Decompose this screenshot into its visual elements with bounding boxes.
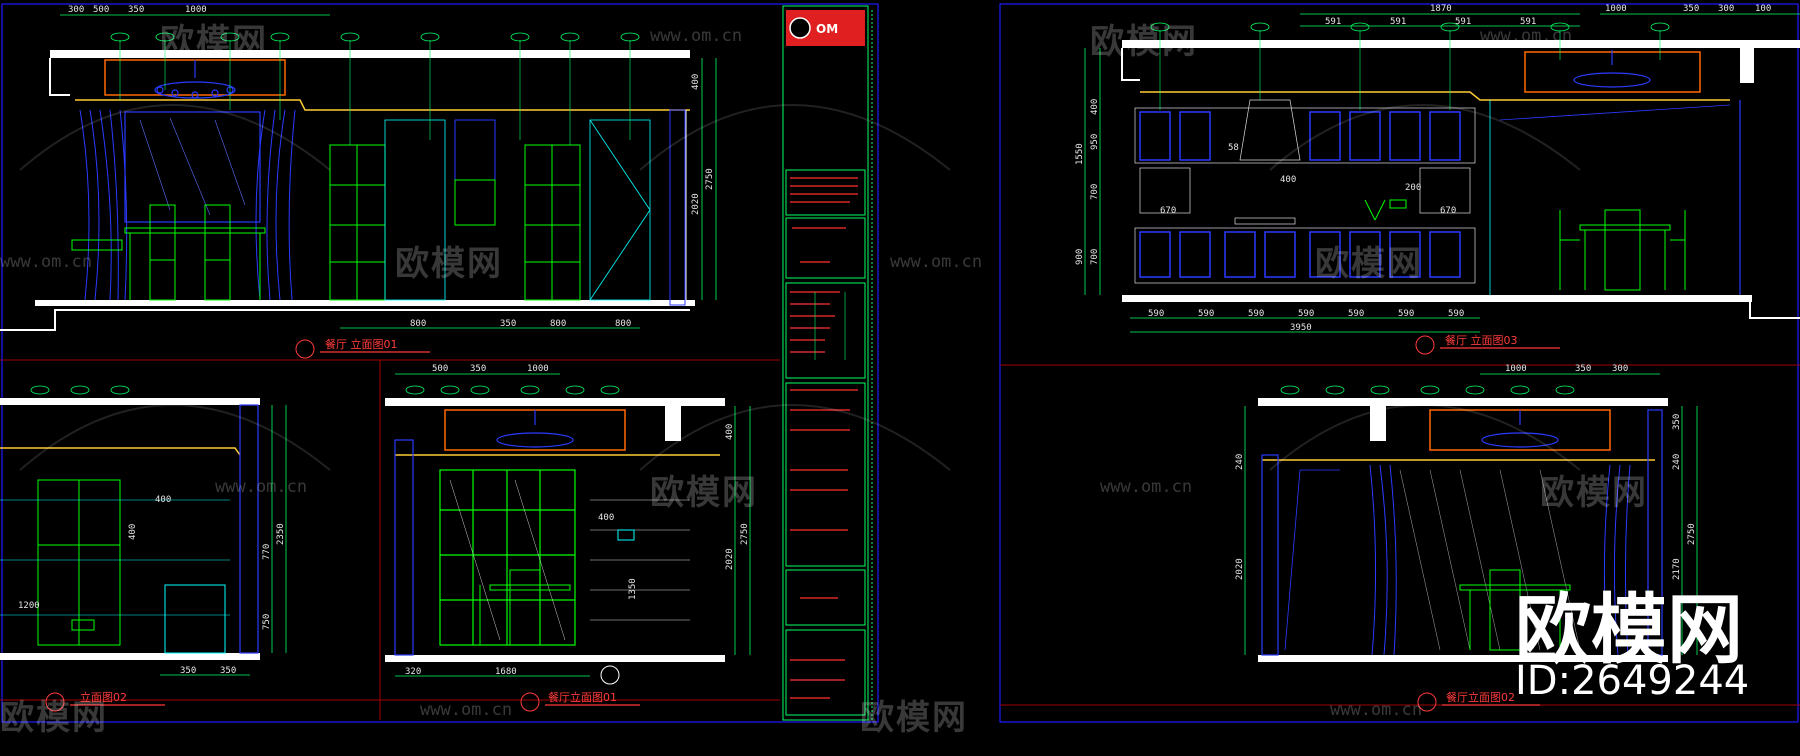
watermark-url-6: www.om.cn: [420, 700, 513, 720]
watermark-brand-8: 欧模网: [0, 698, 108, 738]
watermark-url-7: www.om.cn: [1330, 700, 1423, 720]
e03-top-dim-1: 1870: [1430, 4, 1452, 14]
e03-bot-dim-1: 590: [1148, 309, 1164, 319]
e03-left-dim-2: 1550: [1075, 143, 1085, 165]
e01-bot-dim-2: 350: [500, 319, 516, 329]
watermark-brand-4: 欧模网: [860, 698, 968, 738]
e02l-inner-dim-2: 400: [128, 524, 138, 540]
watermark-url-4: www.om.cn: [215, 477, 308, 497]
e02r-left-dim-1: 240: [1235, 454, 1245, 470]
e03-bot-dim-7: 590: [1448, 309, 1464, 319]
e03-bot-dim-3: 590: [1248, 309, 1264, 319]
e02r-top-dim-1: 1000: [1505, 364, 1527, 374]
e01b-top-dim-1: 500: [432, 364, 448, 374]
e03-top-dim-2: 591: [1325, 17, 1341, 27]
e01b-right-dim-1: 400: [725, 424, 735, 440]
elevation-01: 300 500 350 1000 800 350 800 800 400 202…: [0, 5, 717, 359]
e01b-right-dim-2: 2020: [725, 548, 735, 570]
e02l-right-dim-2: 2350: [276, 523, 286, 545]
e02l-right-dim-3: 750: [262, 614, 272, 630]
e01b-top-dim-3: 1000: [527, 364, 549, 374]
e01b-inner-dim-1: 400: [598, 513, 614, 523]
elevation-03: 1870 591 591 591 591 1000 350 300 100 40…: [1075, 4, 1800, 355]
sheet-frame-left: [1, 3, 879, 723]
elevation-01b: 500 350 1000 400 2020 2750 400 1350 320 …: [385, 364, 751, 712]
e01-right-dim-3: 2750: [705, 168, 715, 190]
e02l-bot-dim-1: 350: [180, 666, 196, 676]
e01b-right-dim-3: 2750: [740, 523, 750, 545]
watermark-brand-1: 欧模网: [160, 22, 268, 62]
e01-bot-dim-1: 800: [410, 319, 426, 329]
e03-label-1: 58: [1228, 143, 1239, 153]
e03-bot-dim-5: 590: [1348, 309, 1364, 319]
sheet-frame-right: [999, 3, 1799, 723]
e03-left-dim-5: 700: [1090, 249, 1100, 265]
e02r-right-dim-3: 2170: [1672, 558, 1682, 580]
e03-bot-dim-4: 590: [1298, 309, 1314, 319]
e03-left-dim-4: 700: [1090, 184, 1100, 200]
e01b-bot-dim-1: 320: [405, 667, 421, 677]
watermark-id: ID:2649244: [1515, 658, 1750, 704]
watermark-url-5: www.om.cn: [1100, 477, 1193, 497]
e03-bot-total: 3950: [1290, 323, 1312, 333]
e03-top-dim-5: 591: [1520, 17, 1536, 27]
e01b-inner-dim-2: 1350: [628, 578, 638, 600]
e02l-inner-dim-1: 400: [155, 495, 171, 505]
e03-top-dim-6: 1000: [1605, 4, 1627, 14]
e03-left-dim-6: 900: [1075, 249, 1085, 265]
e03-top-dim-8: 300: [1718, 4, 1734, 14]
e03-bot-dim-6: 590: [1398, 309, 1414, 319]
e01b-title: 餐厅立面图01: [548, 690, 617, 704]
e02r-left-dim-2: 2020: [1235, 558, 1245, 580]
title-block-logo-text: OM: [816, 22, 838, 36]
elevation-02-right: 1000 350 300 240 2020 350 240 2170 2750 …: [1235, 364, 1698, 712]
e01b-bot-dim-2: 1680: [495, 667, 517, 677]
e01-top-dim-3: 350: [128, 5, 144, 15]
e03-label-4: 670: [1440, 206, 1456, 216]
e03-top-dim-4: 591: [1455, 17, 1471, 27]
e01-top-dim-4: 1000: [185, 5, 207, 15]
e01-top-dim-2: 500: [93, 5, 109, 15]
e03-title: 餐厅 立面图03: [1445, 333, 1518, 347]
e03-bot-dim-2: 590: [1198, 309, 1214, 319]
watermark-brand-6: 欧模网: [1315, 244, 1423, 284]
e01b-top-dim-2: 350: [470, 364, 486, 374]
e01-bot-dim-4: 800: [615, 319, 631, 329]
e02l-bot-dim-2: 350: [220, 666, 236, 676]
watermark-brand-3: 欧模网: [650, 473, 758, 513]
e03-label-3: 670: [1160, 206, 1176, 216]
e02l-title: 立面图02: [80, 690, 127, 704]
e03-label-2: 400: [1280, 175, 1296, 185]
e02r-right-dim-2: 240: [1672, 454, 1682, 470]
watermark-brand-large: 欧模网: [1515, 585, 1743, 674]
e02r-top-dim-3: 300: [1612, 364, 1628, 374]
e01-top-dim-1: 300: [68, 5, 84, 15]
e02r-title: 餐厅立面图02: [1446, 690, 1515, 704]
e03-top-dim-7: 350: [1683, 4, 1699, 14]
watermark-url-3: www.om.cn: [890, 252, 983, 272]
e03-left-dim-1: 400: [1090, 99, 1100, 115]
e02l-inner-dim-3: 1200: [18, 601, 40, 611]
elevation-02-left: 770 2350 750 400 400 1200 350 350 立面图02: [0, 385, 287, 712]
watermark-url-1: www.om.cn: [650, 26, 743, 46]
e03-left-dim-3: 950: [1090, 134, 1100, 150]
e01-bot-dim-3: 800: [550, 319, 566, 329]
e02r-right-dim-1: 350: [1672, 414, 1682, 430]
e02l-right-dim-1: 770: [262, 544, 272, 560]
watermark-brand-7: 欧模网: [1540, 473, 1648, 513]
e03-top-dim-3: 591: [1390, 17, 1406, 27]
e02r-top-dim-2: 350: [1575, 364, 1591, 374]
title-block: OM: [782, 5, 873, 721]
watermark-url-2: www.om.cn: [0, 252, 93, 272]
e01-right-dim-1: 400: [691, 74, 701, 90]
watermark-brand-2: 欧模网: [395, 244, 503, 284]
watermark-brand-5: 欧模网: [1090, 22, 1198, 62]
e02r-right-dim-4: 2750: [1687, 523, 1697, 545]
watermark-url-8: www.om.cn: [1480, 26, 1573, 46]
e03-top-dim-9: 100: [1755, 4, 1771, 14]
e01-title: 餐厅 立面图01: [325, 337, 398, 351]
e03-label-5: 200: [1405, 183, 1421, 193]
e01-right-dim-2: 2020: [691, 193, 701, 215]
